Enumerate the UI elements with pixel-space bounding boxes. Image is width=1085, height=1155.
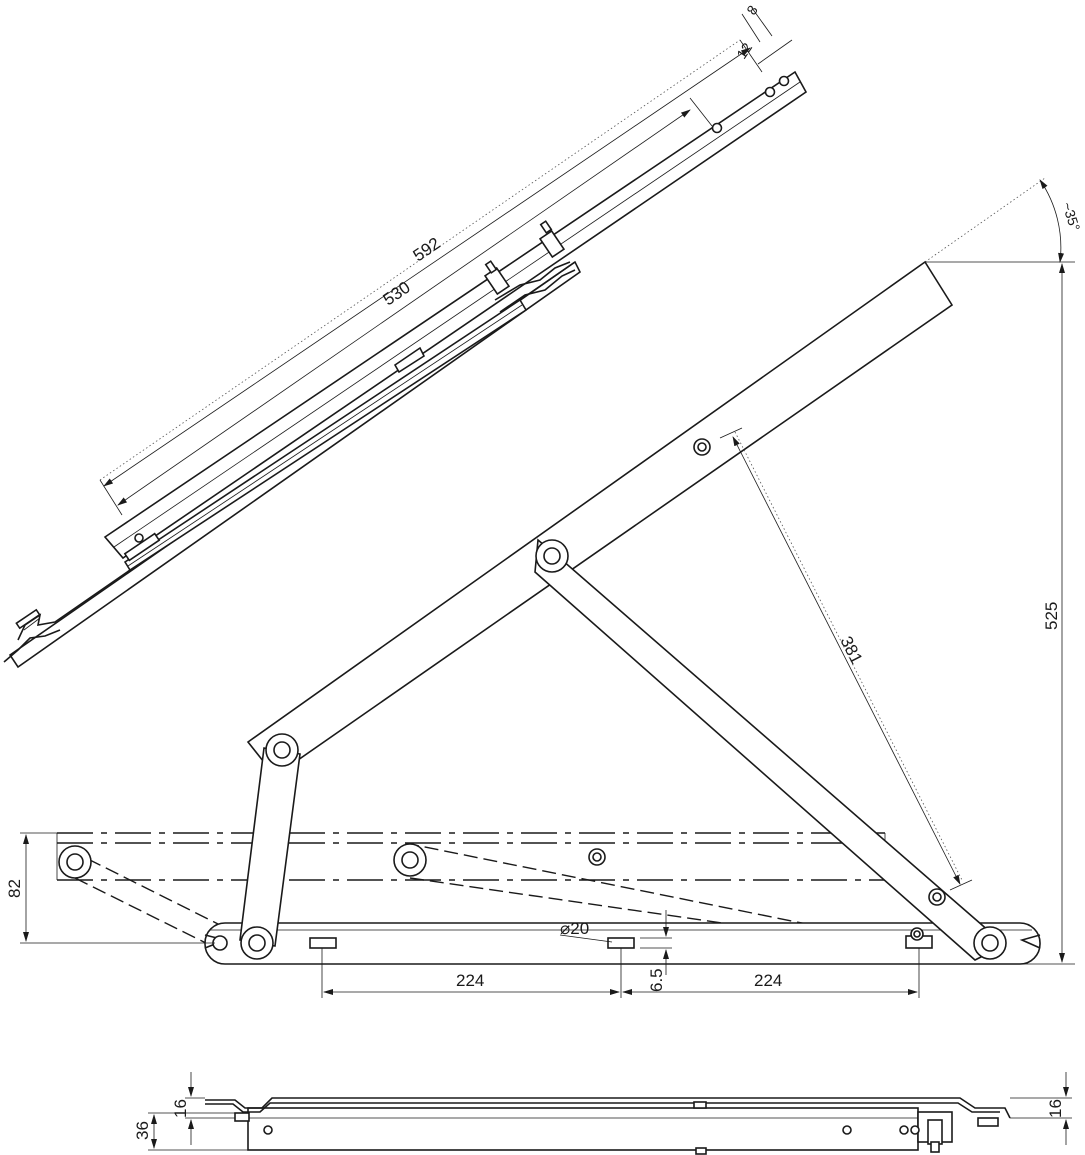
stay-open-elevation <box>56 260 1041 965</box>
dim-12-label: 12 <box>733 40 755 62</box>
dim-224-left-label: 224 <box>456 971 484 990</box>
stay-side-view: 592 530 8 12 <box>3 2 808 669</box>
dim-angle-label: ~35° <box>1059 200 1083 233</box>
dim-525-label: 525 <box>1042 602 1061 630</box>
dim-224-right-label: 224 <box>754 971 782 990</box>
dim-592-label: 592 <box>410 234 444 266</box>
stay-profile-view: 36 16 16 <box>133 1072 1072 1155</box>
dim-82-label: 82 <box>5 879 24 898</box>
dim-16-right-label: 16 <box>1046 1099 1065 1118</box>
dim-36-label: 36 <box>133 1121 152 1140</box>
dim-16-left-label: 16 <box>171 1099 190 1118</box>
dim-diameter-label: ⌀20 <box>560 919 589 938</box>
dim-8-label: 8 <box>743 2 761 18</box>
dim-381-label: 381 <box>836 633 866 667</box>
dim-6-5-label: 6.5 <box>647 968 666 992</box>
